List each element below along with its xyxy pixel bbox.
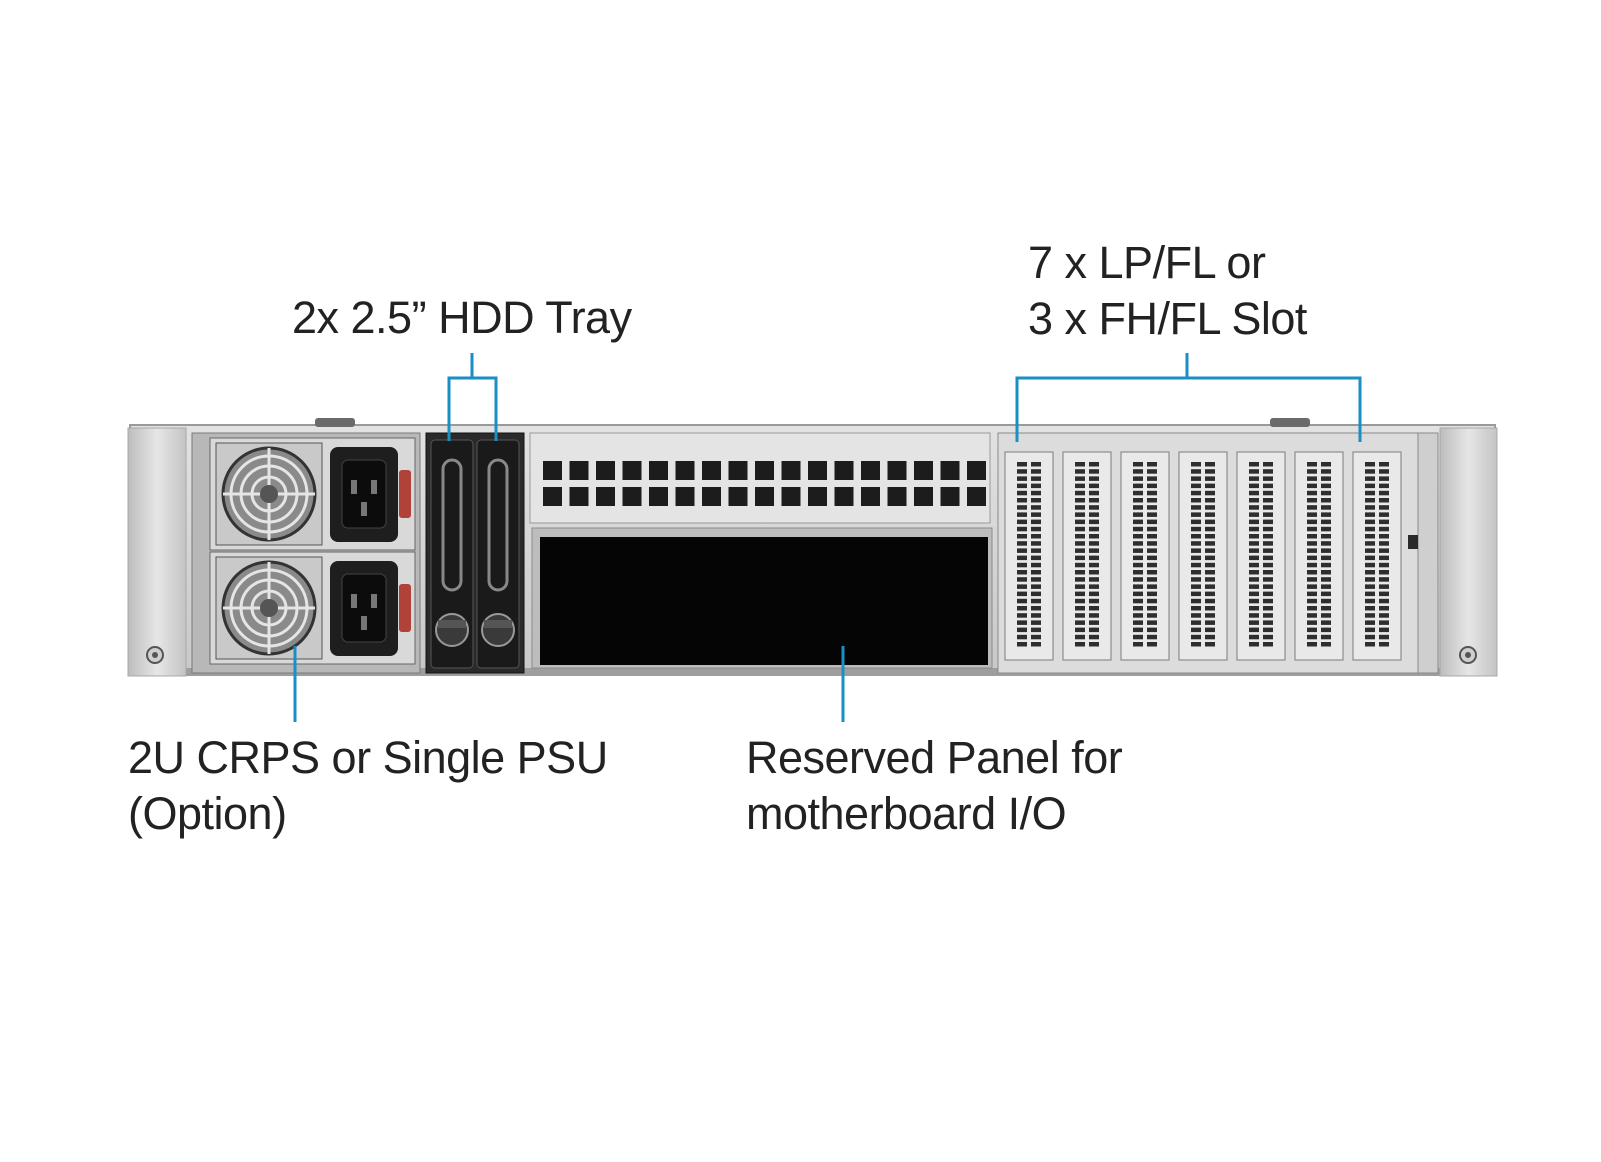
vent-holes bbox=[543, 461, 986, 506]
vent-hole bbox=[967, 487, 986, 506]
vent-hole bbox=[622, 487, 642, 506]
hdd-tray-bay bbox=[425, 432, 525, 674]
vent-hole bbox=[569, 461, 589, 480]
callout-reserved-panel: Reserved Panel for motherboard I/O bbox=[746, 730, 1123, 842]
vent-hole bbox=[649, 487, 668, 506]
vent-hole bbox=[649, 461, 668, 480]
expansion-slots bbox=[1004, 451, 1402, 661]
vent-hole bbox=[675, 487, 695, 506]
slot-cover bbox=[1294, 451, 1344, 661]
psu-module bbox=[209, 437, 416, 551]
fan-icon bbox=[221, 560, 317, 656]
vent-hole bbox=[861, 487, 880, 506]
vent-hole bbox=[675, 461, 695, 480]
power-socket-icon bbox=[330, 447, 411, 542]
vent-hole bbox=[596, 461, 615, 480]
callout-line: 2U CRPS or Single PSU bbox=[128, 732, 608, 783]
hdd-tray bbox=[430, 439, 474, 669]
vent-hole bbox=[940, 487, 960, 506]
vent-hole bbox=[728, 461, 748, 480]
slot-cover bbox=[1178, 451, 1228, 661]
vent-hole bbox=[755, 487, 774, 506]
vent-hole bbox=[808, 461, 827, 480]
callout-line: motherboard I/O bbox=[746, 788, 1067, 839]
vent-hole bbox=[914, 487, 933, 506]
callout-line: 2x 2.5” HDD Tray bbox=[292, 292, 632, 343]
slot-cover bbox=[1236, 451, 1286, 661]
leader-hdd-tray bbox=[447, 353, 498, 441]
rack-ear-left bbox=[127, 427, 187, 677]
vent-hole bbox=[914, 461, 933, 480]
psu-module bbox=[209, 551, 416, 665]
vent-hole bbox=[808, 487, 827, 506]
vent-hole bbox=[861, 461, 880, 480]
vent-hole bbox=[940, 461, 960, 480]
vent-hole bbox=[781, 487, 801, 506]
vent-hole bbox=[622, 461, 642, 480]
vent-hole bbox=[702, 487, 721, 506]
psu-bay bbox=[191, 432, 421, 674]
vent-hole bbox=[834, 487, 854, 506]
vent-hole bbox=[887, 461, 907, 480]
callout-psu: 2U CRPS or Single PSU (Option) bbox=[128, 730, 608, 842]
leader-expansion-slots bbox=[1015, 353, 1362, 442]
vent-hole bbox=[967, 461, 986, 480]
hdd-tray bbox=[476, 439, 520, 669]
vent-hole bbox=[596, 487, 615, 506]
rack-ear-right bbox=[1439, 427, 1498, 677]
vent-hole bbox=[728, 487, 748, 506]
callout-hdd-tray: 2x 2.5” HDD Tray bbox=[292, 290, 632, 346]
vent-hole bbox=[781, 461, 801, 480]
reserved-panel bbox=[531, 527, 993, 669]
vent-hole bbox=[543, 461, 562, 480]
fan-icon bbox=[221, 446, 317, 542]
callout-expansion-slots: 7 x LP/FL or 3 x FH/FL Slot bbox=[1028, 235, 1307, 347]
vent-hole bbox=[834, 461, 854, 480]
vent-hole bbox=[755, 461, 774, 480]
vent-hole bbox=[543, 487, 562, 506]
vent-hole bbox=[887, 487, 907, 506]
slot-cover bbox=[1120, 451, 1170, 661]
slot-cover bbox=[1004, 451, 1054, 661]
callout-line: Reserved Panel for bbox=[746, 732, 1123, 783]
callout-line: 3 x FH/FL Slot bbox=[1028, 293, 1307, 344]
slot-cover bbox=[1352, 451, 1402, 661]
vent-hole bbox=[569, 487, 589, 506]
power-socket-icon bbox=[330, 561, 411, 656]
vent-hole bbox=[702, 461, 721, 480]
slot-cover bbox=[1062, 451, 1112, 661]
callout-line: 7 x LP/FL or bbox=[1028, 237, 1266, 288]
callout-line: (Option) bbox=[128, 788, 287, 839]
